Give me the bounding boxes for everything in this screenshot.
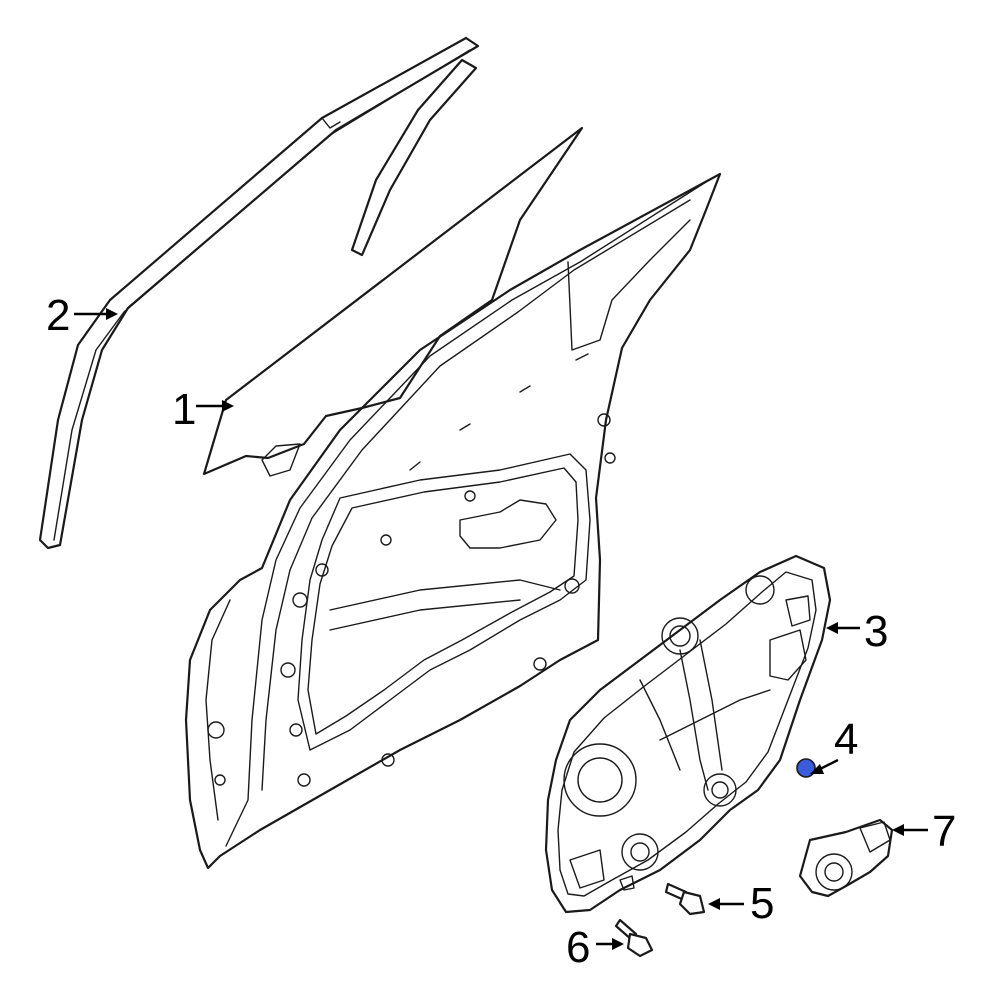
door-shell (184, 172, 722, 870)
glass-run-channel[interactable] (38, 36, 480, 550)
callout-label-5: 5 (750, 879, 774, 928)
window-motor[interactable] (798, 818, 894, 898)
callout-label-2: 2 (46, 291, 70, 340)
callout-4: 4 (810, 715, 858, 774)
bolt[interactable] (664, 882, 706, 916)
door-holes (207, 413, 616, 787)
window-regulator-module-panel[interactable] (544, 554, 832, 914)
clip[interactable] (796, 758, 816, 778)
callout-2: 2 (46, 291, 118, 340)
callout-label-1: 1 (172, 385, 196, 434)
callout-7: 7 (892, 807, 956, 856)
callout-label-4: 4 (834, 715, 858, 764)
callout-1: 1 (172, 385, 234, 434)
screw[interactable] (614, 918, 654, 958)
callout-6: 6 (566, 923, 624, 972)
door-glass[interactable] (202, 126, 584, 477)
callout-5: 5 (708, 879, 774, 928)
callout-label-7: 7 (932, 807, 956, 856)
callout-label-3: 3 (864, 607, 888, 656)
callout-3: 3 (826, 607, 888, 656)
callout-label-6: 6 (566, 923, 590, 972)
